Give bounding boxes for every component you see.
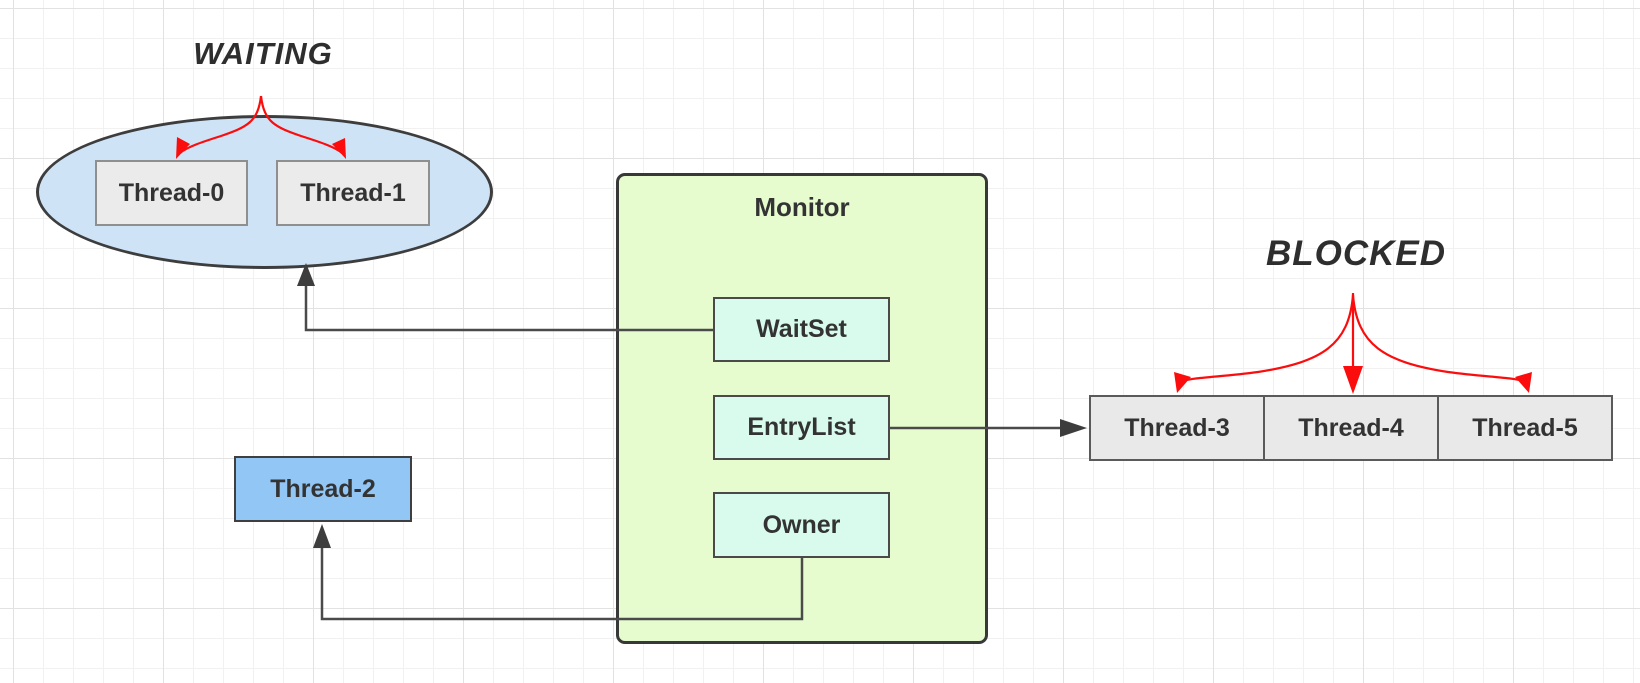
blocked-fork-left-arrowhead-icon xyxy=(1174,372,1191,393)
node-thread-4: Thread-4 xyxy=(1263,395,1439,461)
node-waitset: WaitSet xyxy=(713,297,890,362)
node-thread-2: Thread-2 xyxy=(234,456,412,522)
blocked-fork-middle-arrowhead-icon xyxy=(1343,366,1363,394)
node-entrylist: EntryList xyxy=(713,395,890,460)
entrylist-to-blocked-arrowhead-icon xyxy=(1060,419,1087,437)
node-thread-3: Thread-3 xyxy=(1089,395,1265,461)
node-thread-1: Thread-1 xyxy=(276,160,430,226)
blocked-state-label: BLOCKED xyxy=(1265,234,1447,273)
blocked-fork-left-curve xyxy=(1182,294,1355,383)
owner-to-thread2-arrowhead-icon xyxy=(313,524,331,548)
node-thread-0: Thread-0 xyxy=(95,160,248,226)
blocked-fork-right-arrowhead-icon xyxy=(1515,372,1532,393)
node-thread-5: Thread-5 xyxy=(1437,395,1613,461)
waiting-state-label: WAITING xyxy=(193,36,333,71)
blocked-fork-right-curve xyxy=(1351,294,1524,383)
blocked-thread-row: Thread-3 Thread-4 Thread-5 xyxy=(1089,395,1613,461)
monitor-title: Monitor xyxy=(754,192,850,222)
node-owner: Owner xyxy=(713,492,890,558)
